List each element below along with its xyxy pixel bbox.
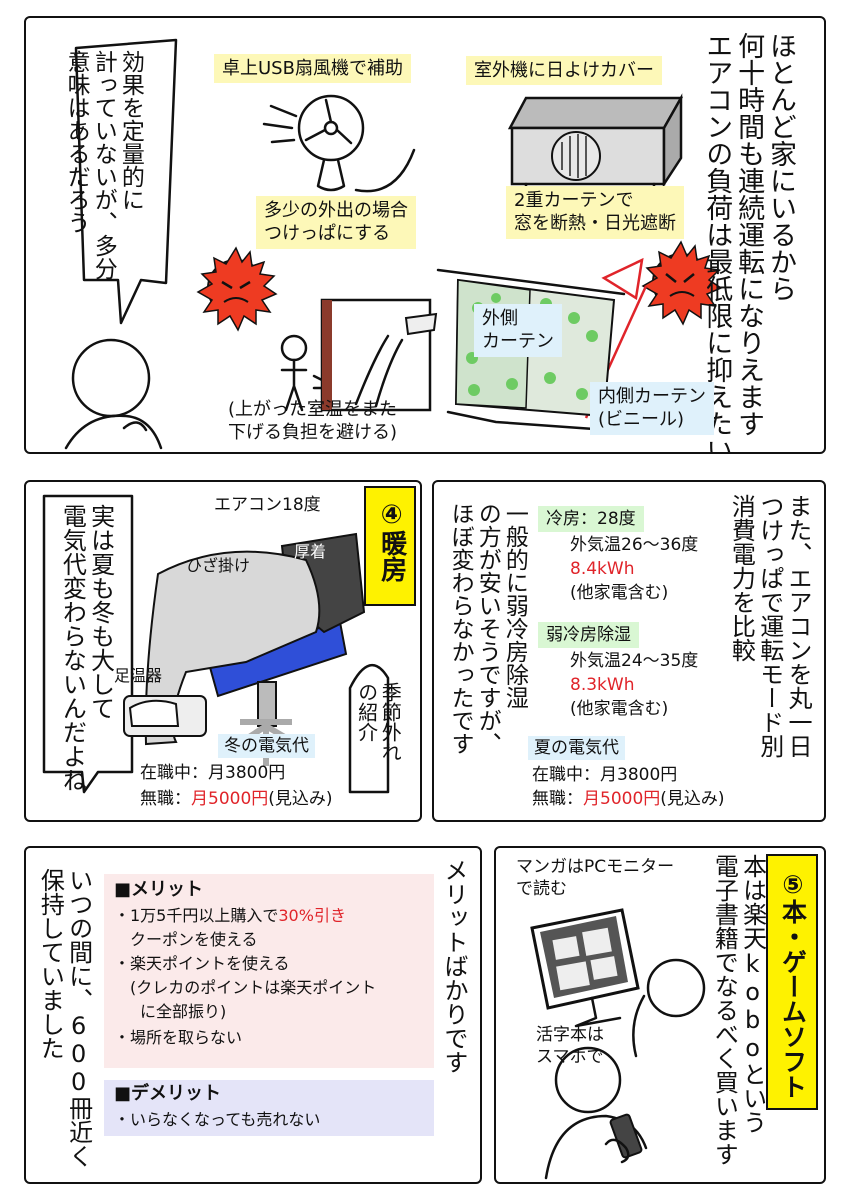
mode-dehumid-kwh: 8.3kWh [570,675,635,695]
mode-dehumid-temp: 外気温24～35度 [570,651,699,671]
label-keep-on: 多少の外出の場合 つけっぱにする [256,196,416,249]
speech-text: 実は夏も冬も大して 電気代変わらないんだよね [58,504,115,792]
lap-blanket [144,550,321,746]
speech-text-small: 季節外れ の紹介 [354,682,403,762]
panel-mode-comparison: また、エアコンを丸一日 つけっぱで運転モード別 消費電力を比較 一般的に弱冷房除… [432,480,826,822]
panel-merits: メリットばかりです いつの間に、600冊近く 保持していました ■メリット ・1… [24,846,482,1184]
label-avoid-burden: (上がった室温をまた 下げる負担を避ける) [228,399,398,444]
smartphone-icon [604,1113,643,1164]
label-text-phone: 活字本は スマホで [536,1025,604,1068]
character-body [64,414,163,450]
window-aircon [320,298,438,412]
label-inner-curtain: 内側カーテン (ビニール) [590,382,714,435]
label-manga-pc: マンガはPCモニター で読む [516,857,675,900]
merit-item: ・場所を取らない [114,1028,243,1047]
character-head [71,338,151,418]
label-outdoor-cover: 室外機に日よけカバー [466,56,662,86]
summer-cost-employed: 在職中：月3800円 [532,765,678,785]
person-icon [280,334,324,412]
panel-aircon-summer: ほとんど家にいるから 何十時間も連続運転になりえます エアコンの負荷は最低限に抑… [24,16,826,454]
panel2-illustration [42,494,390,794]
panel5-illustration [530,908,706,1180]
label-usb-fan: 卓上USB扇風機で補助 [214,54,411,84]
label-double-curtain: 2重カーテンで 窓を断熱・日光遮断 [506,186,684,239]
winter-cost-title: 冬の電気代 [218,734,315,759]
narration-line: 何十時間も連続運転になりえます [733,32,765,437]
summer-cost-title: 夏の電気代 [528,736,625,761]
sun-icon [196,246,278,332]
speech-line: 効果を定量的に [117,50,144,211]
speech-bubble-small [348,663,390,794]
winter-cost-unemployed: 無職：月5000円(見込み) [140,789,333,809]
mode-dehumid-title: 弱冷房除湿 [538,622,639,649]
section-title-books: ⑤本・ゲームソフト [766,854,818,1110]
label-aircon-temp: エアコン18度 [214,495,321,515]
speech-line: 計っていないが、多分 [90,50,117,280]
demerit-box: ■デメリット ・いらなくなっても売れない [104,1080,434,1136]
pc-monitor-icon [530,908,640,1028]
narration-text-2: いつの間に、600冊近く 保持していました [36,868,93,1168]
mode-cooling-title: 冷房：28度 [538,506,644,533]
summer-cost-unemployed: 無職：月5000円(見込み) [532,789,725,809]
narration-line: ほとんど家にいるから [765,32,796,302]
merit-item-note: に全部振り) [140,1002,227,1021]
label-outer-curtain: 外側 カーテン [474,304,562,357]
merit-box: ■メリット ・1万5千円以上購入で30%引き クーポンを使える ・楽天ポイントを… [104,874,434,1068]
outdoor-unit-icon [507,93,684,200]
merit-title: ■メリット [114,879,204,900]
mode-cooling-temp: 外気温26～36度 [570,535,699,555]
speech-line: 意味はあるだろう [63,50,90,234]
speech-bubble [74,38,178,325]
merit-item: ・1万5千円以上購入で30%引き [114,906,346,925]
panel-heating: ④暖房 実は夏も冬も大して 電気代変わらないんだよね 季節外れ の紹介 エアコン… [24,480,422,822]
mode-cooling-note: (他家電含む) [570,583,669,603]
panel-books: ⑤本・ゲームソフト 本は楽天koboという 電子書籍でなるべく買います マンガは… [494,846,826,1184]
narration-text: ほとんど家にいるから 何十時間も連続運転になりえます エアコンの負荷は最低限に抑… [700,32,796,452]
mode-dehumid-note: (他家電含む) [570,699,669,719]
section-title-heating: ④暖房 [364,486,416,606]
merit-item-cont: クーポンを使える [130,930,258,949]
narration-text: また、エアコンを丸一日 つけっぱで運転モード別 消費電力を比較 [727,494,812,758]
sun-icon [641,240,723,326]
character-head [646,958,706,1018]
merit-item-note: (クレカのポイントは楽天ポイント [130,978,377,997]
narration-text: 本は楽天koboという 電子書籍でなるべく買います [710,854,767,1166]
demerit-title: ■デメリット [114,1083,222,1104]
label-foot-warmer: 足温器 [114,666,163,685]
usb-fan-icon [262,94,416,193]
mode-cooling-kwh: 8.4kWh [570,559,635,579]
demerit-item: ・いらなくなっても売れない [114,1110,321,1129]
merit-item: ・楽天ポイントを使える [114,954,290,973]
label-lap-blanket: ひざ掛け [186,556,251,575]
red-arrow-head [601,257,644,301]
speech-text: 効果を定量的に 計っていないが、多分 意味はあるだろう [62,50,143,280]
label-thick-clothes: 厚着 [294,542,327,561]
character-head [554,1046,622,1114]
narration-text: メリットばかりです [440,858,468,1074]
speech-bubble [42,494,134,794]
narration-text-2: 一般的に弱冷房除湿 の方が安いそうですが、 ほぼ変わらなかったです [447,502,528,755]
winter-cost-employed: 在職中：月3800円 [140,763,286,783]
